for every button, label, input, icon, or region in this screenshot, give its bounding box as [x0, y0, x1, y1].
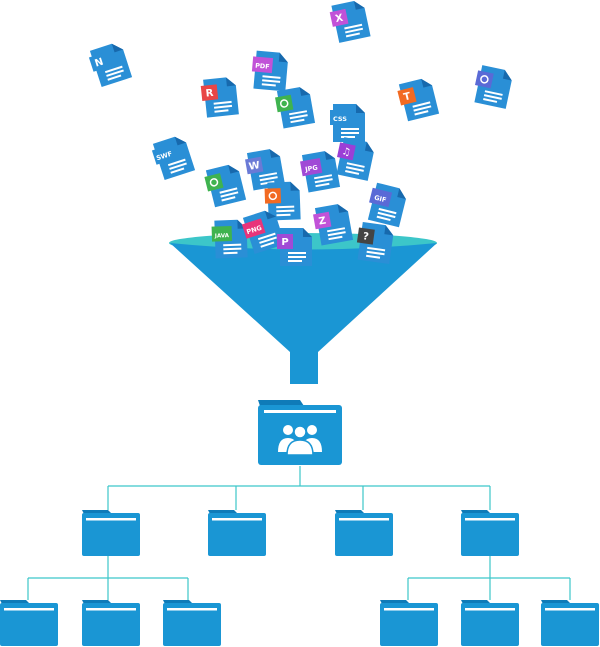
text-file-icon: T: [397, 78, 440, 122]
folder-level1-2-icon: [208, 510, 266, 556]
attachment-file-icon: [204, 164, 247, 208]
zip-file-icon: Z: [313, 204, 354, 246]
gif-file-icon: GIF: [367, 182, 406, 228]
shared-folder-icon: [258, 400, 342, 465]
music-file-icon: ♫: [336, 137, 374, 181]
powerpoint-file-icon: P: [277, 228, 312, 266]
file-type-label: P: [281, 237, 288, 248]
android-file-icon: [264, 181, 301, 221]
word-file-icon: W: [245, 149, 286, 191]
link-file-icon: [275, 87, 316, 129]
file-type-label: Z: [318, 215, 327, 227]
video-file-icon: [474, 65, 512, 109]
funnel-body: [170, 243, 437, 384]
file-type-label: ?: [362, 231, 369, 243]
unknown-file-icon: ?: [356, 221, 394, 265]
file-type-label: JAVA: [214, 233, 230, 240]
r-file-icon: R: [200, 77, 239, 118]
file-type-label: ♫: [341, 146, 352, 159]
file-type-label: JPG: [304, 164, 319, 174]
folder-level2-1c-icon: [163, 600, 221, 646]
folder-level2-4b-icon: [461, 600, 519, 646]
users-icon: [278, 425, 322, 456]
file-type-label: T: [403, 91, 412, 103]
file-type-label: PDF: [255, 62, 270, 71]
file-type-label: R: [205, 88, 214, 100]
excel-file-icon: X: [329, 0, 371, 43]
folder-level1-1-icon: [82, 510, 140, 556]
folder-level2-4c-icon: [541, 600, 599, 646]
folder-level2-4a-icon: [380, 600, 438, 646]
pdf-file-icon: PDF: [251, 50, 288, 92]
swf-file-icon: SWF: [151, 136, 196, 181]
jpg-file-icon: JPG: [300, 151, 341, 193]
file-type-label: W: [248, 160, 261, 173]
file-type-label: X: [334, 13, 344, 25]
folder-level2-1b-icon: [82, 600, 140, 646]
png-file-icon: PNG: [241, 210, 286, 255]
css-file-icon: CSS: [330, 104, 365, 142]
java-file-icon: JAVA: [211, 219, 248, 259]
folder-level1-4-icon: [461, 510, 519, 556]
folder-level2-1a-icon: [0, 600, 58, 646]
file-type-label: GIF: [373, 194, 387, 205]
note-file-icon: N: [88, 43, 133, 88]
file-type-label: CSS: [333, 115, 347, 123]
folder-level1-3-icon: [335, 510, 393, 556]
connector-lines: [27, 466, 571, 600]
folder-tree: [0, 510, 599, 646]
file-type-label: N: [93, 57, 104, 70]
